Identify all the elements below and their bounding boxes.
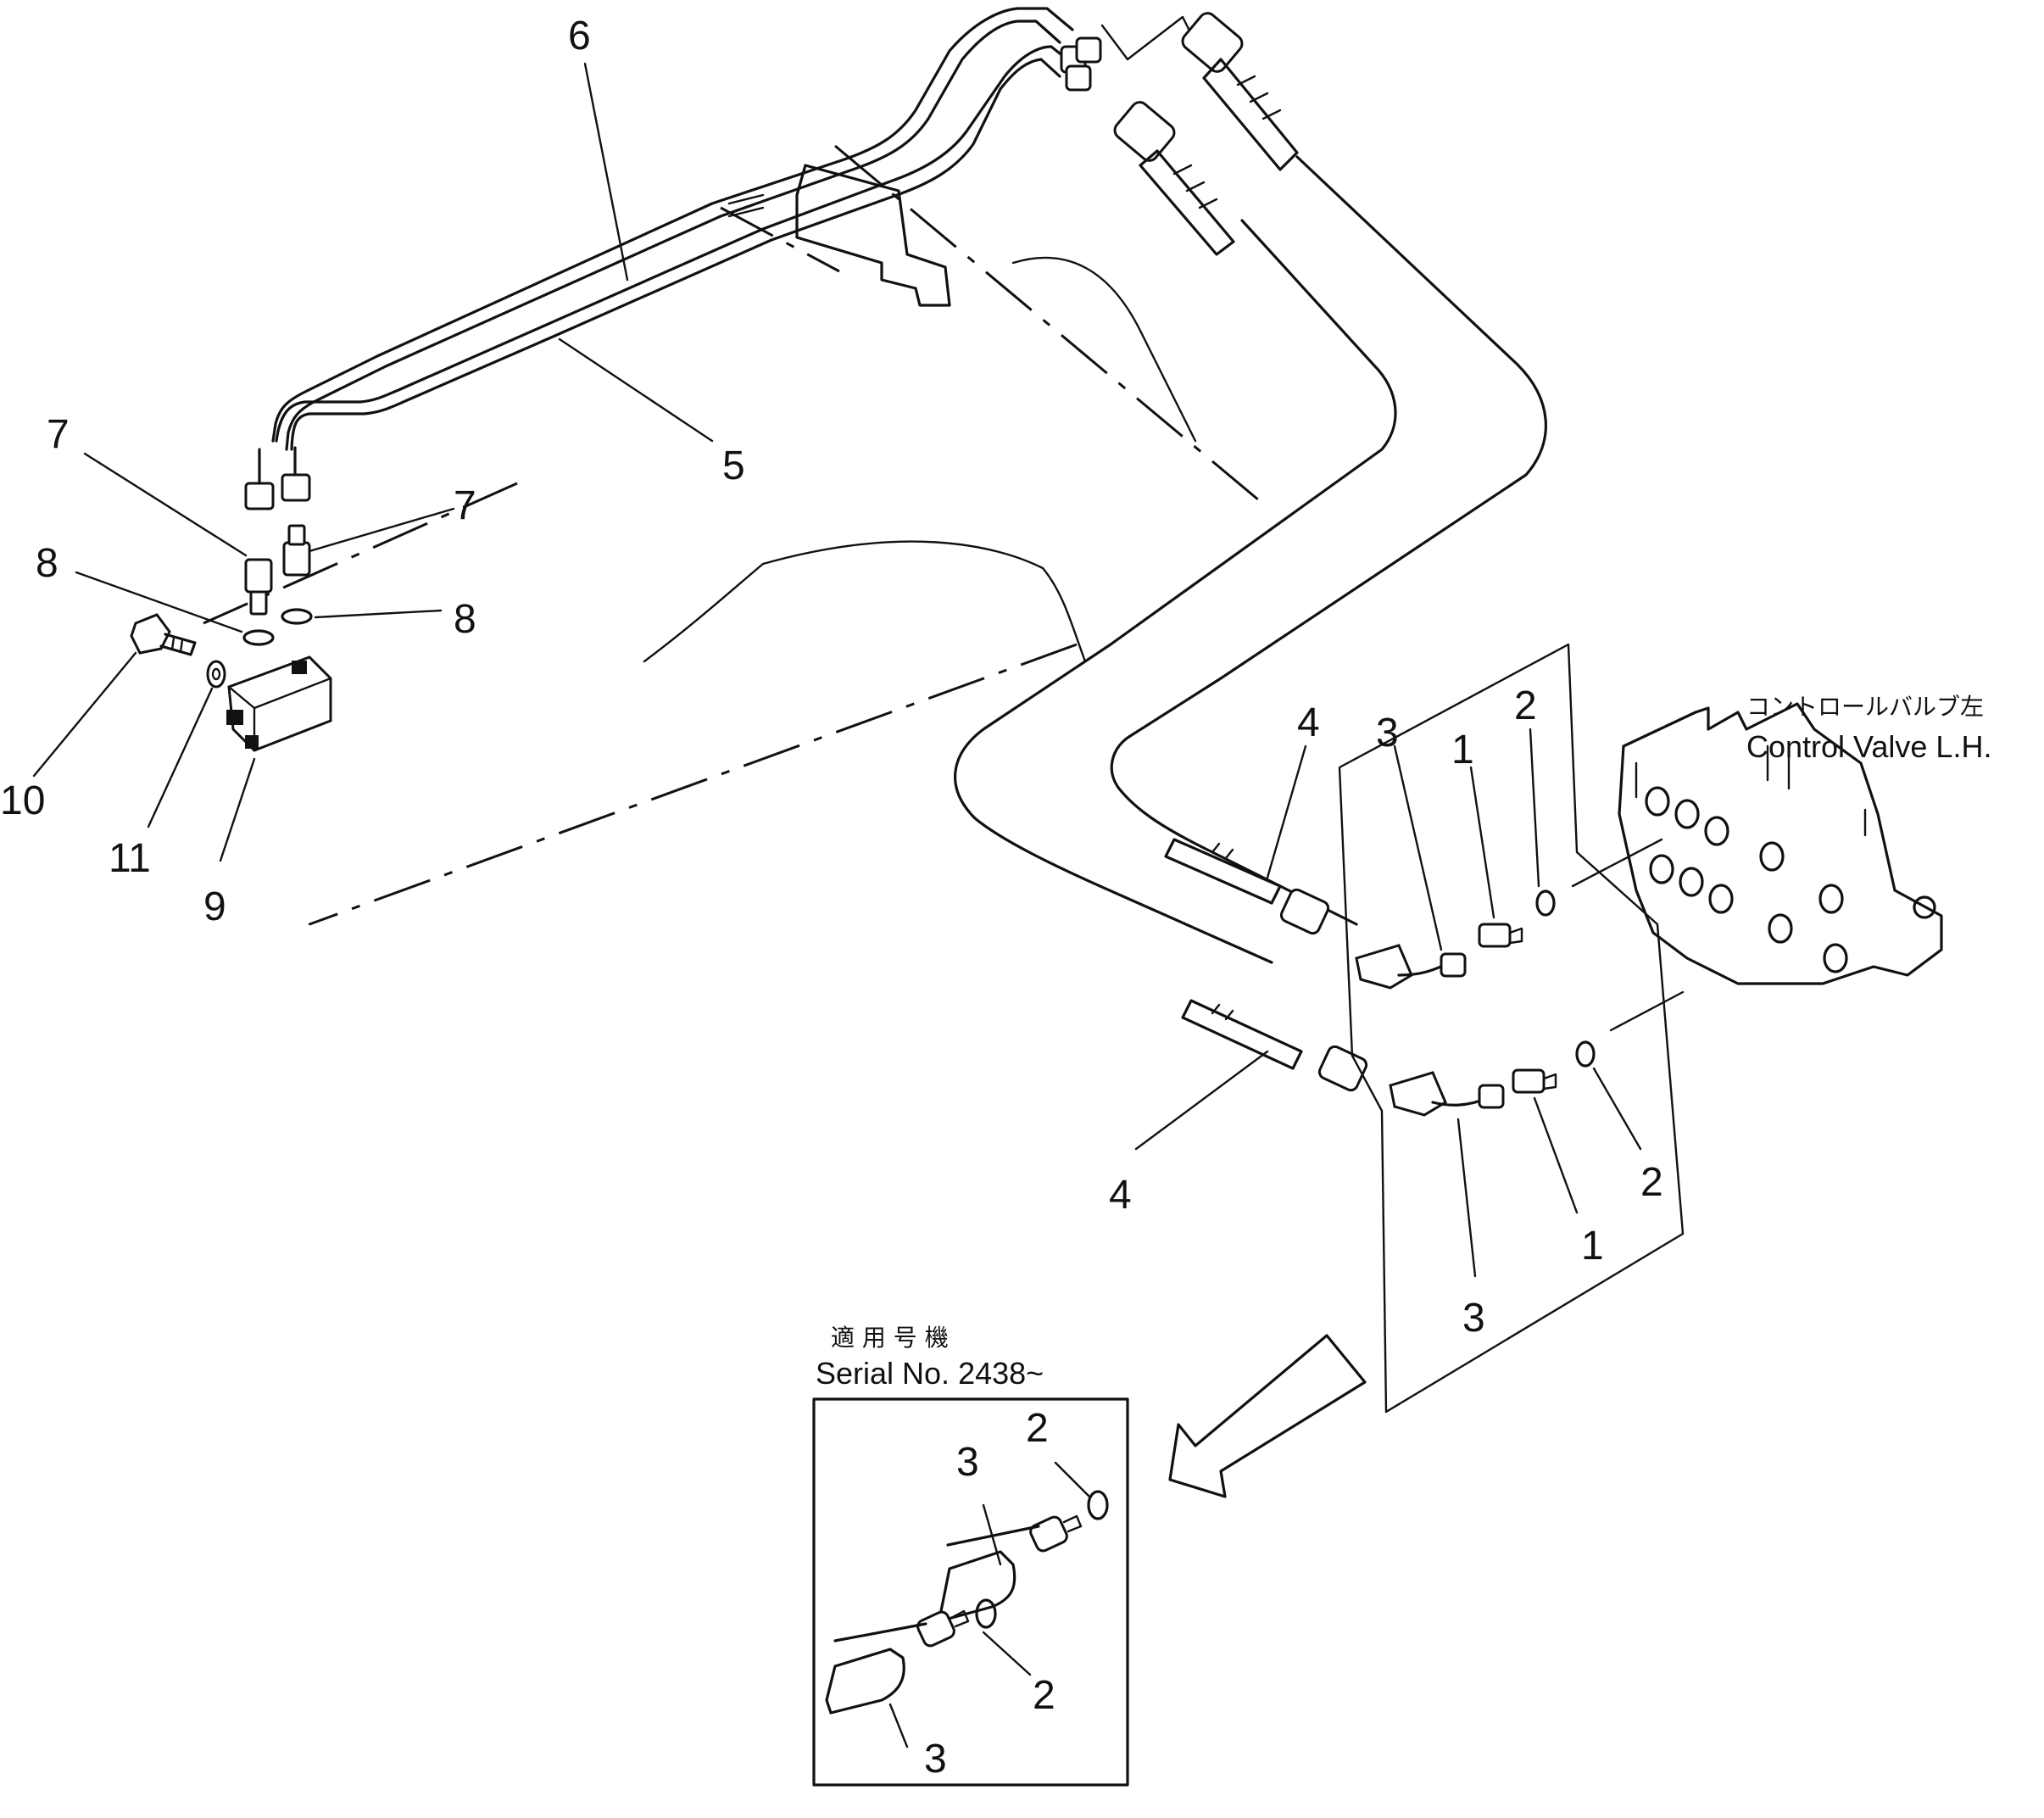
hose-icon: [1110, 155, 1547, 926]
control-valve-label-jp: コントロールバルブ左: [1746, 693, 1984, 721]
callout-1-lower: 1: [1581, 1224, 1604, 1269]
callout-6: 6: [568, 14, 591, 59]
washer-icon: [206, 660, 226, 689]
inset-callout-3-top: 3: [956, 1440, 979, 1485]
leader-lines: [32, 62, 1642, 1278]
inset-callout-3-bottom: 3: [924, 1737, 947, 1782]
connector-7-right: [282, 524, 311, 577]
inset-callout-2-top: 2: [1026, 1406, 1049, 1451]
inset-elbow-3-top: [939, 1514, 1083, 1621]
inset-oring-2-top: [1087, 1490, 1109, 1520]
hose-4-upper: [954, 12, 1547, 964]
tube-end-fittings-right: [1060, 15, 1193, 92]
connector-1-upper: [1478, 923, 1523, 948]
callout-10: 10: [0, 778, 45, 823]
oring-2-upper: [1535, 889, 1556, 917]
machine-outline: [203, 144, 1260, 926]
oring-icon: [1087, 1490, 1109, 1520]
elbow-3-upper: [1355, 944, 1467, 990]
connector-icon: [1478, 923, 1512, 948]
inset-elbow-3-bottom: [825, 1609, 970, 1715]
callout-2-upper: 2: [1514, 683, 1537, 728]
oring-icon: [242, 629, 275, 646]
connector-icon: [282, 541, 311, 577]
inset-caption: 適 用 号 機 Serial No. 2438~: [816, 1324, 1044, 1391]
parts-panel-outline: [1338, 643, 1685, 1414]
washer-11: [206, 660, 226, 689]
valve-connection-lines: [1571, 838, 1685, 1032]
callout-3-upper: 3: [1376, 711, 1399, 756]
oring-icon: [1535, 889, 1556, 917]
oring-8-left: [242, 629, 275, 646]
control-valve-caption: コントロールバルブ左 Control Valve L.H.: [1746, 693, 1991, 764]
elbow-3-lower: [1389, 1071, 1505, 1117]
callout-9: 9: [203, 884, 226, 929]
inset-heading-en: Serial No. 2438~: [816, 1356, 1044, 1391]
control-valve-label-en: Control Valve L.H.: [1746, 729, 1991, 764]
callout-3-lower: 3: [1462, 1296, 1485, 1341]
valve-icon: [1618, 702, 1943, 985]
tube-end-fittings-left: [244, 446, 311, 510]
connector-icon: [244, 558, 273, 594]
callout-labels: 6 5 7 7 8 8 10 11 9 4 4 3 1 2 2 1 3 2 3 …: [0, 14, 1663, 1782]
valve-icon: [227, 655, 332, 752]
tube-clamp-bracket: [727, 164, 951, 307]
elbow-icon: [1389, 1071, 1447, 1117]
inset-panel: [812, 1397, 1129, 1787]
callout-4-upper: 4: [1297, 700, 1320, 745]
inset-heading-jp: 適 用 号 機: [831, 1324, 949, 1352]
tube-5: [275, 45, 1074, 451]
tube-icon: [271, 7, 1074, 443]
inset-oring-2-bottom: [975, 1598, 997, 1629]
connector-1-lower: [1512, 1068, 1557, 1094]
inset-callout-2-bottom: 2: [1033, 1673, 1055, 1718]
callout-8-left: 8: [36, 541, 58, 586]
callout-2-lower: 2: [1640, 1160, 1663, 1205]
oring-icon: [281, 608, 313, 625]
control-valve-lh: [1618, 702, 1943, 985]
tube-6: [271, 7, 1074, 451]
callout-11: 11: [109, 836, 151, 881]
arrow-to-inset: [1168, 1334, 1367, 1498]
elbow-icon: [1355, 944, 1413, 990]
callout-7-right: 7: [454, 483, 476, 528]
oring-8-right: [281, 608, 313, 625]
callout-7-left: 7: [47, 412, 70, 457]
connector-7-left: [244, 558, 273, 616]
arrow-icon: [1168, 1334, 1367, 1498]
bolt-icon: [130, 613, 171, 655]
oring-icon: [1575, 1040, 1596, 1068]
callout-8-right: 8: [454, 597, 476, 642]
valve-block-9: [226, 655, 332, 752]
oring-2-lower: [1575, 1040, 1596, 1068]
callout-5: 5: [722, 443, 745, 488]
tube-icon: [275, 45, 1074, 443]
bolt-10: [130, 613, 197, 656]
connector-icon: [1512, 1068, 1546, 1094]
callout-1-upper: 1: [1451, 728, 1474, 772]
hose-4-lower-ends: [1164, 838, 1368, 1092]
callout-4-lower: 4: [1109, 1173, 1132, 1218]
oring-icon: [975, 1598, 997, 1629]
